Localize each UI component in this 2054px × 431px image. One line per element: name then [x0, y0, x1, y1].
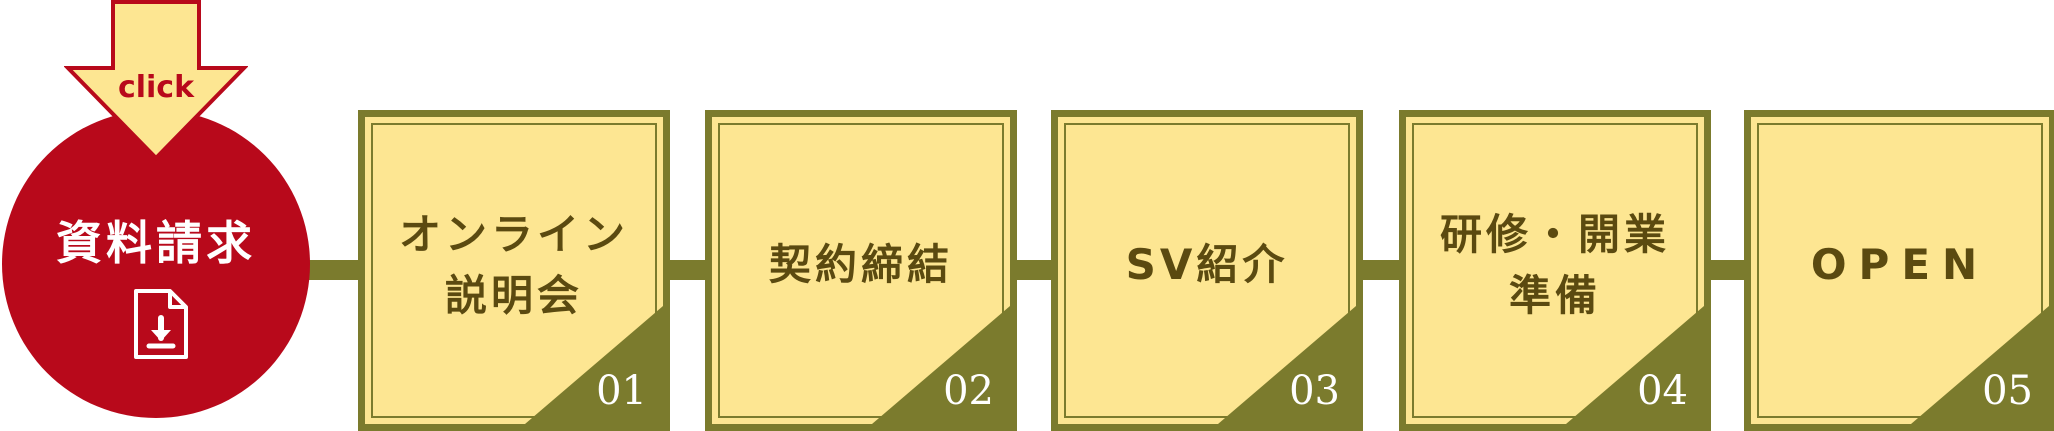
step-corner-decoration: [525, 306, 663, 424]
step-label-line: 研修・開業: [1439, 209, 1670, 259]
step-card-02: 02 契約締結: [705, 110, 1017, 431]
step-frame: [371, 123, 657, 418]
step-number: 04: [1637, 368, 1688, 414]
step-label-line: オンライン: [398, 209, 629, 259]
document-request-button[interactable]: 資料請求: [2, 110, 310, 418]
step-label-line: 説明会: [444, 270, 583, 320]
step-number: 05: [1982, 368, 2033, 414]
document-request-label: 資料請求: [56, 216, 256, 270]
step-label-line: OPEN: [1810, 240, 1990, 290]
step-frame: [718, 123, 1004, 418]
click-arrow-icon[interactable]: [64, 0, 248, 162]
step-corner-decoration: [1566, 306, 1704, 424]
step-label-line: 契約締結: [768, 240, 953, 290]
click-label: click: [117, 70, 195, 105]
step-frame: [1064, 123, 1350, 418]
step-card-03: 03 SV紹介: [1051, 110, 1363, 431]
step-corner-decoration: [872, 306, 1010, 424]
step-label-line: SV紹介: [1125, 240, 1289, 290]
document-download-icon: [134, 289, 188, 359]
step-frame: [1412, 123, 1698, 418]
step-frame: [1757, 123, 2043, 418]
step-label: OPEN: [1751, 117, 2049, 424]
step-corner-decoration: [1911, 306, 2049, 424]
step-number: 01: [596, 368, 647, 414]
step-label: 研修・開業 準備: [1406, 117, 1704, 424]
step-label-line: 準備: [1508, 270, 1601, 320]
step-corner-decoration: [1218, 306, 1356, 424]
step-label: オンライン 説明会: [365, 117, 663, 424]
step-label: 契約締結: [712, 117, 1010, 424]
step-card-04: 04 研修・開業 準備: [1399, 110, 1711, 431]
step-number: 02: [943, 368, 994, 414]
step-label: SV紹介: [1058, 117, 1356, 424]
step-card-01: 01 オンライン 説明会: [358, 110, 670, 431]
step-card-05: 05 OPEN: [1744, 110, 2054, 431]
step-number: 03: [1289, 368, 1340, 414]
